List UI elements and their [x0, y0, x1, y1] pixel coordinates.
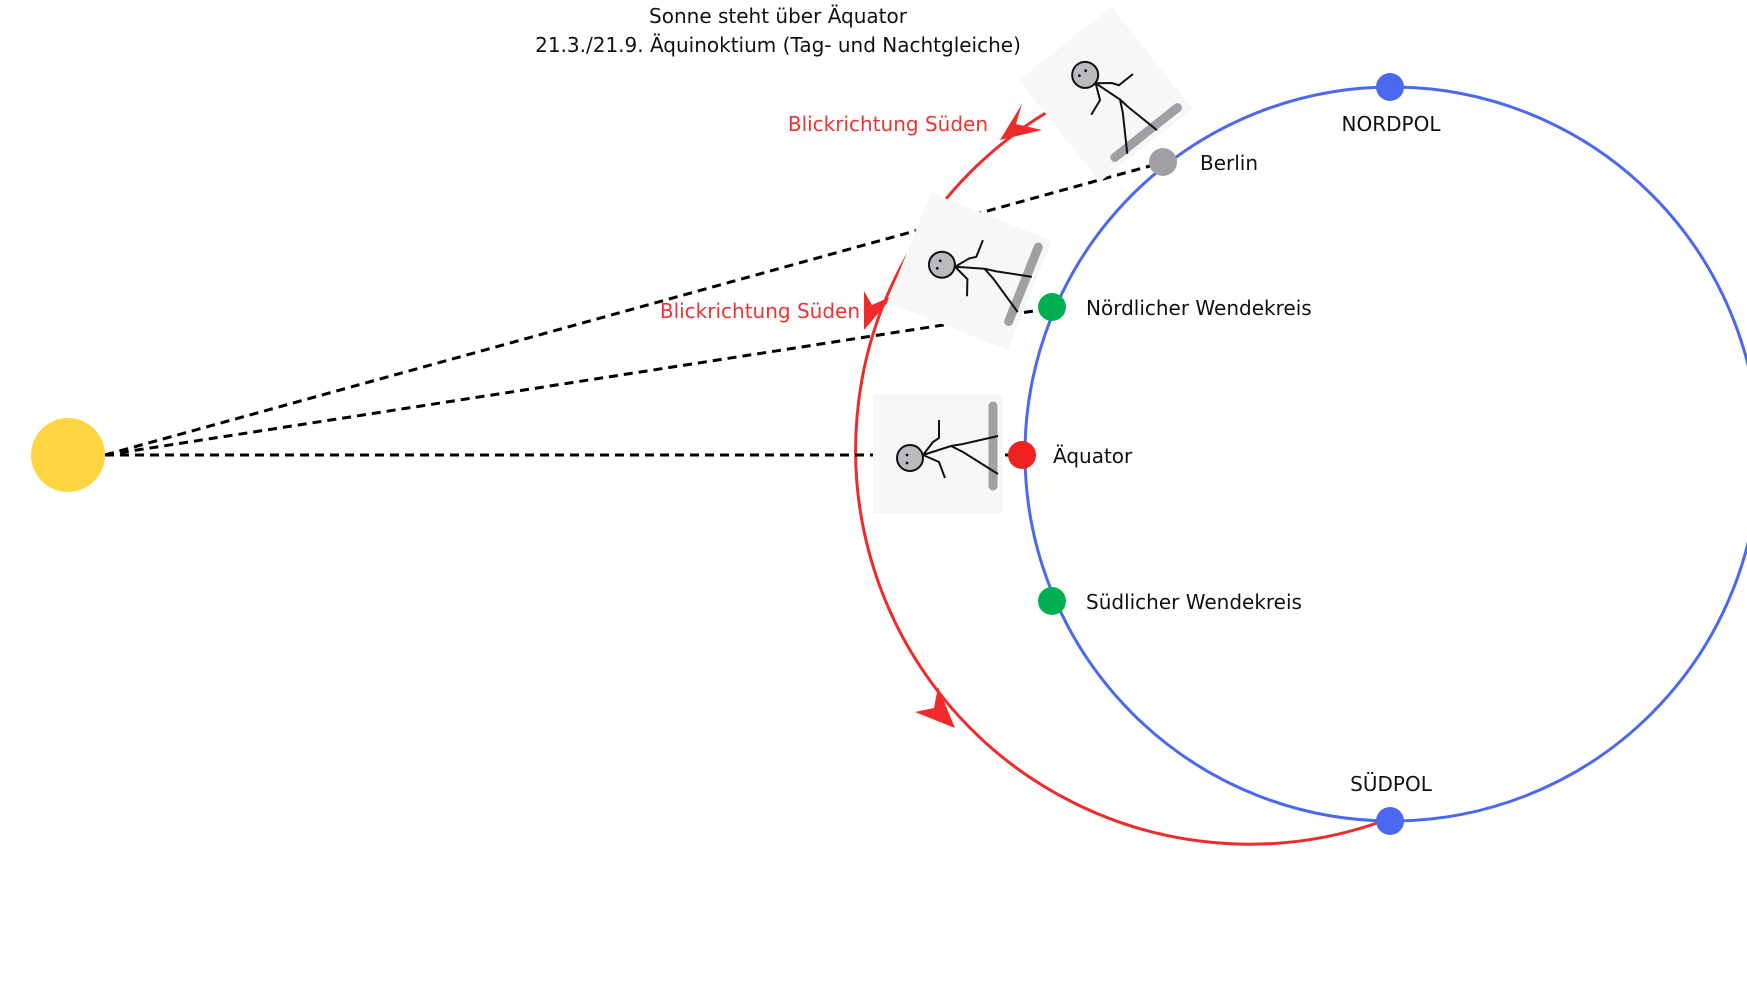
earth-circle: [1023, 85, 1747, 823]
arrowhead-icon: [1000, 104, 1042, 140]
aequator-marker: [1008, 441, 1036, 469]
noerdlicher-wendekreis-label: Nördlicher Wendekreis: [1086, 296, 1312, 320]
berlin-marker: [1149, 148, 1177, 176]
stick-figure-icon: [873, 395, 1003, 513]
blickrichtung-label-1: Blickrichtung Süden: [788, 112, 988, 136]
nordpol-label: NORDPOL: [1342, 112, 1442, 136]
title-line-1: Sonne steht über Äquator: [649, 4, 908, 28]
sun-icon: [31, 418, 105, 492]
berlin-label: Berlin: [1200, 151, 1258, 175]
aequator-label: Äquator: [1053, 444, 1133, 468]
view-direction-arc: [854, 67, 1381, 846]
suedlicher-wendekreis-label: Südlicher Wendekreis: [1086, 590, 1302, 614]
suedpol-marker: [1376, 807, 1404, 835]
title-line-2: 21.3./21.9. Äquinoktium (Tag- und Nachtg…: [535, 33, 1021, 57]
blickrichtung-label-2: Blickrichtung Süden: [660, 299, 860, 323]
arrowhead-icon: [915, 687, 955, 728]
nordpol-marker: [1376, 73, 1404, 101]
arrowhead-icon: [864, 291, 894, 330]
stick-figure-icon: [887, 193, 1051, 351]
noerdlicher-wendekreis-marker: [1038, 293, 1066, 321]
suedpol-label: SÜDPOL: [1350, 772, 1433, 796]
suedlicher-wendekreis-marker: [1038, 587, 1066, 615]
